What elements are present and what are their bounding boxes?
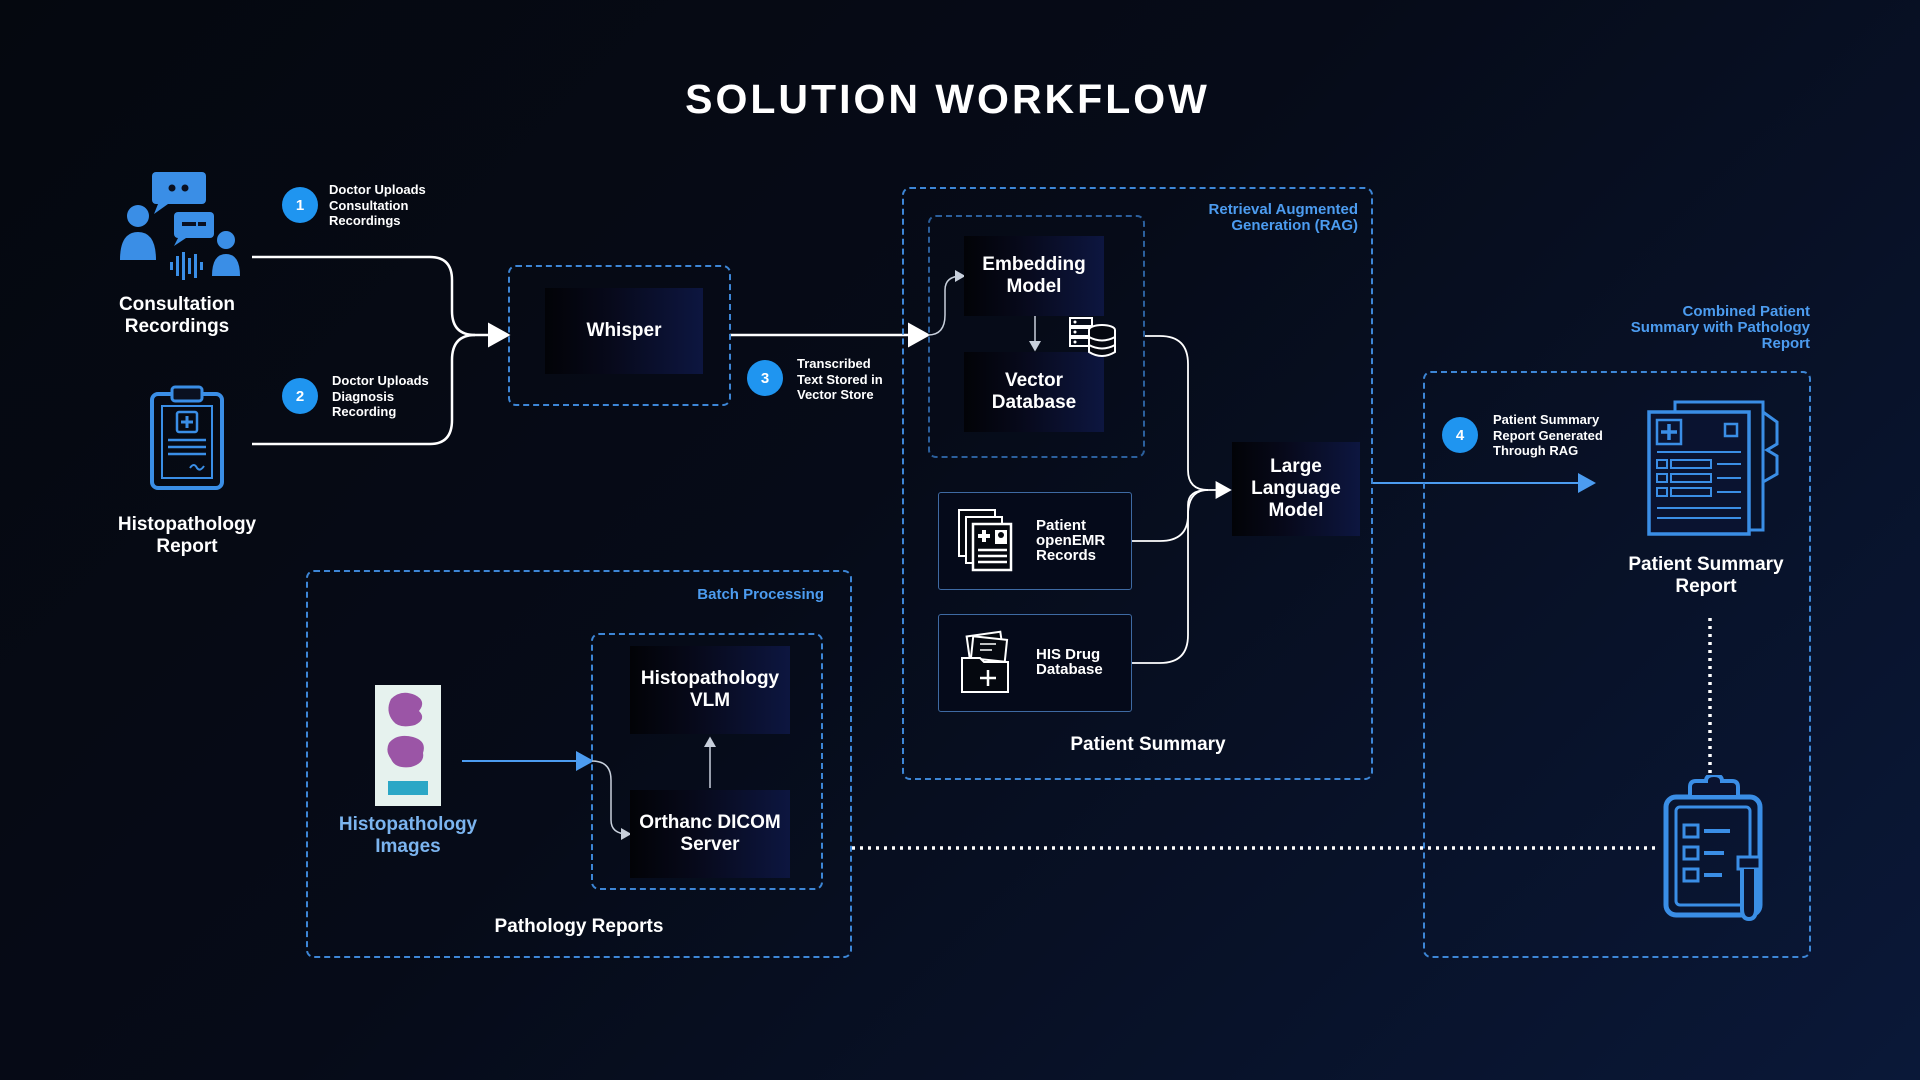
pathology-reports-container [306,570,852,958]
output-caption: Combined Patient Summary with Pathology … [1630,303,1810,352]
medical-records-icon [958,509,1013,572]
page-title: SOLUTION WORKFLOW [685,76,1210,122]
whisper-node: Whisper [545,288,703,374]
histopathology-vlm-node: Histopathology VLM [630,646,790,734]
drug-database-label: HIS Drug Database [1036,646,1103,678]
batch-caption: Batch Processing [697,586,824,603]
rag-store-container [928,215,1145,458]
step-1-badge: 1 [282,187,318,223]
orthanc-dicom-node: Orthanc DICOM Server [630,790,790,878]
clipboard-medical-icon [150,385,224,490]
step-4-badge: 4 [1442,417,1478,453]
step-2-badge: 2 [282,378,318,414]
pathology-reports-caption: Pathology Reports [494,916,664,937]
step-3-text: Transcribed Text Stored in Vector Store [797,356,883,402]
patient-summary-document-icon [1647,400,1779,536]
consultation-recordings-label: Consultation Recordings [118,294,236,337]
llm-node: Large Language Model [1232,442,1360,536]
step-1-text: Doctor Uploads Consultation Recordings [329,182,426,228]
patient-summary-container [902,187,1373,780]
vector-database-node: Vector Database [964,352,1104,432]
database-server-icon [1069,317,1116,357]
histopathology-report-label: Histopathology Report [117,514,257,557]
step-3-badge: 3 [747,360,783,396]
combined-report-container [1423,371,1811,958]
whisper-container [508,265,731,406]
lab-clipboard-icon [1663,775,1763,922]
drug-folder-icon [961,630,1009,693]
rag-caption: Retrieval Augmented Generation (RAG) [1208,201,1358,234]
step-2-text: Doctor Uploads Diagnosis Recording [332,373,429,419]
embedding-model-node: Embedding Model [964,236,1104,316]
patient-summary-caption: Patient Summary [1070,734,1226,755]
patient-records-label: Patient openEMR Records [1036,517,1106,564]
vlm-container [591,633,823,890]
patient-summary-report-label: Patient Summary Report [1628,554,1784,597]
tissue-slide-icon [375,685,441,806]
step-4-text: Patient Summary Report Generated Through… [1493,412,1603,458]
histopathology-images-label: Histopathology Images [338,814,478,857]
consultation-recordings-icon [120,172,240,280]
